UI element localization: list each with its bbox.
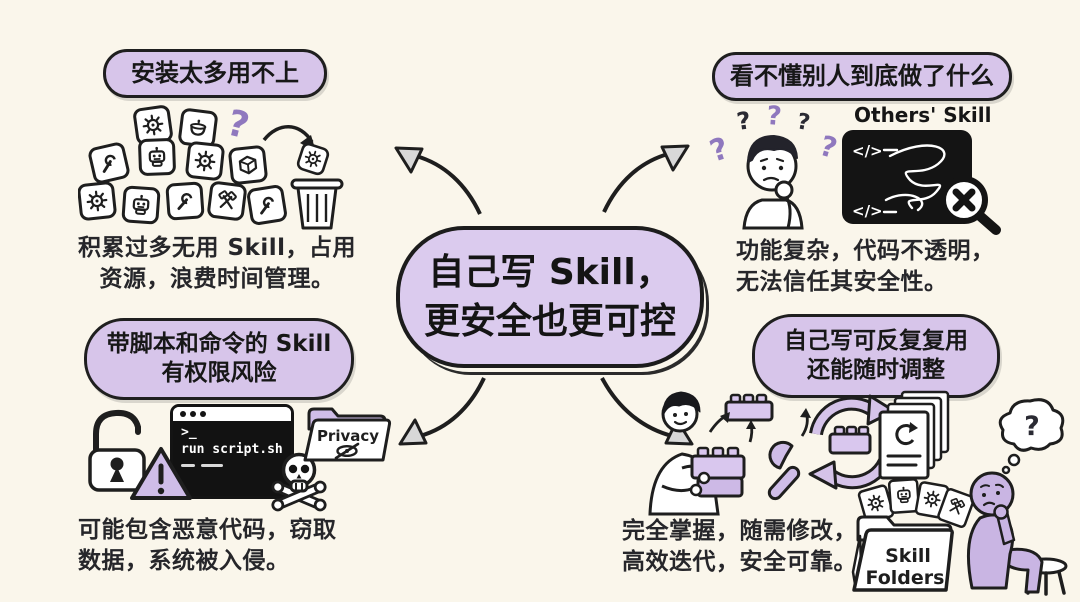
lego-brick-icon (724, 393, 774, 422)
skill-folders-label: Skill (885, 545, 931, 567)
label-cant-understand-others: 看不懂别人到底做了什么 (712, 52, 1012, 101)
question-mark-icon: ? (223, 103, 253, 148)
skill-tile (121, 185, 161, 225)
open-padlock-icon (88, 409, 146, 492)
terminal-output-dashes (181, 464, 283, 467)
caption-line: 可能包含恶意代码，窃取 (78, 517, 337, 543)
lego-brick-icon (828, 425, 872, 455)
code-tag-icon: </> (852, 142, 883, 160)
skill-tile (78, 181, 117, 221)
central-claim-bubble: 自己写 Skill， 更安全也更可控 (396, 226, 704, 368)
builder-person-illustration (648, 391, 811, 516)
label-line: 有权限风险 (161, 360, 277, 386)
others-skill-title: Others' Skill (854, 103, 992, 127)
code-tag-icon: </> (852, 202, 883, 220)
skill-tile (207, 181, 247, 221)
skill-tile (228, 145, 268, 185)
tangled-code-scribble-icon (882, 144, 946, 214)
terminal-command: run script.sh (181, 442, 283, 457)
skill-tile (178, 108, 218, 148)
bubble-line: 自己写 Skill， (428, 252, 672, 293)
skill-tile (185, 141, 225, 181)
label-line: 还能随时调整 (807, 357, 945, 383)
caption-line: 积累过多无用 Skill，占用 (77, 235, 357, 261)
privacy-folder-icon: Privacy (303, 407, 392, 462)
caption-bottom-right: 完全掌握，随需修改， 高效迭代，安全可靠。 (622, 516, 902, 578)
skill-tile (88, 142, 130, 184)
label-reusable-adjustable: 自己写可反复复用 还能随时调整 (752, 314, 1000, 398)
others-skill-code-box: </> </> (842, 130, 1001, 235)
question-mark-icon: ? (766, 101, 783, 132)
wrench-tool-icon (767, 440, 801, 501)
trash-can-icon (290, 142, 344, 230)
arrow-top-right-icon (602, 144, 690, 213)
window-dot-icon (200, 411, 206, 417)
thought-bubble (998, 398, 1065, 452)
window-dot-icon (180, 411, 186, 417)
arrow-bottom-left-icon (398, 377, 486, 446)
label-too-many-skills: 安装太多用不上 (103, 49, 327, 98)
caption-line: 数据，系统被入侵。 (78, 548, 290, 574)
label-script-permission-risk: 带脚本和命令的 Skill 有权限风险 (84, 318, 354, 400)
skull-crossbones-icon (271, 452, 327, 512)
question-mark-icon: ? (816, 129, 841, 165)
skill-folders-label: Folders (866, 567, 945, 589)
window-dot-icon (190, 411, 196, 417)
caption-line: 资源，浪费时间管理。 (99, 266, 335, 292)
question-mark-icon: ? (795, 109, 812, 136)
skill-folders-icon: Skill Folders (851, 478, 975, 592)
skill-tile (138, 138, 176, 176)
magnifier-x-icon (940, 176, 1001, 235)
caption-line: 功能复杂，代码不透明， (736, 238, 995, 264)
confused-person-illustration: ? ? ? ? ? (706, 101, 841, 230)
caption-top-right: 功能复杂，代码不透明， 无法信任其安全性。 (736, 236, 1036, 298)
eye-slash-icon (334, 442, 360, 460)
caption-line: 高效迭代，安全可靠。 (622, 549, 857, 575)
skill-tile (247, 185, 287, 225)
thinking-person-illustration: ? (966, 398, 1068, 596)
privacy-label: Privacy (317, 427, 379, 445)
terminal-window: >_ run script.sh (170, 404, 294, 499)
question-mark-icon: ? (1024, 411, 1040, 442)
label-line: 带脚本和命令的 Skill (106, 331, 332, 358)
warning-triangle-icon (130, 447, 192, 500)
label-text: 看不懂别人到底做了什么 (730, 62, 994, 91)
question-mark-icon: ? (706, 131, 733, 170)
terminal-prompt: >_ (181, 425, 197, 440)
caption-top-left: 积累过多无用 Skill，占用 资源，浪费时间管理。 (50, 233, 384, 295)
documents-stack-icon (878, 390, 950, 480)
label-line: 自己写可反复复用 (784, 328, 968, 355)
arrow-top-left-icon (394, 146, 482, 215)
terminal-titlebar (173, 407, 291, 421)
caption-line: 无法信任其安全性。 (736, 269, 948, 295)
caption-bottom-left: 可能包含恶意代码，窃取 数据，系统被入侵。 (78, 515, 408, 577)
label-text: 安装太多用不上 (131, 59, 299, 88)
skill-tiles-pile-illustration: ? (78, 103, 344, 230)
caption-line: 完全掌握，随需修改， (622, 518, 857, 544)
terminal-body: >_ run script.sh (173, 421, 291, 496)
skill-tile (165, 181, 205, 221)
bubble-line: 更安全也更可控 (423, 301, 676, 342)
question-mark-icon: ? (735, 106, 753, 136)
